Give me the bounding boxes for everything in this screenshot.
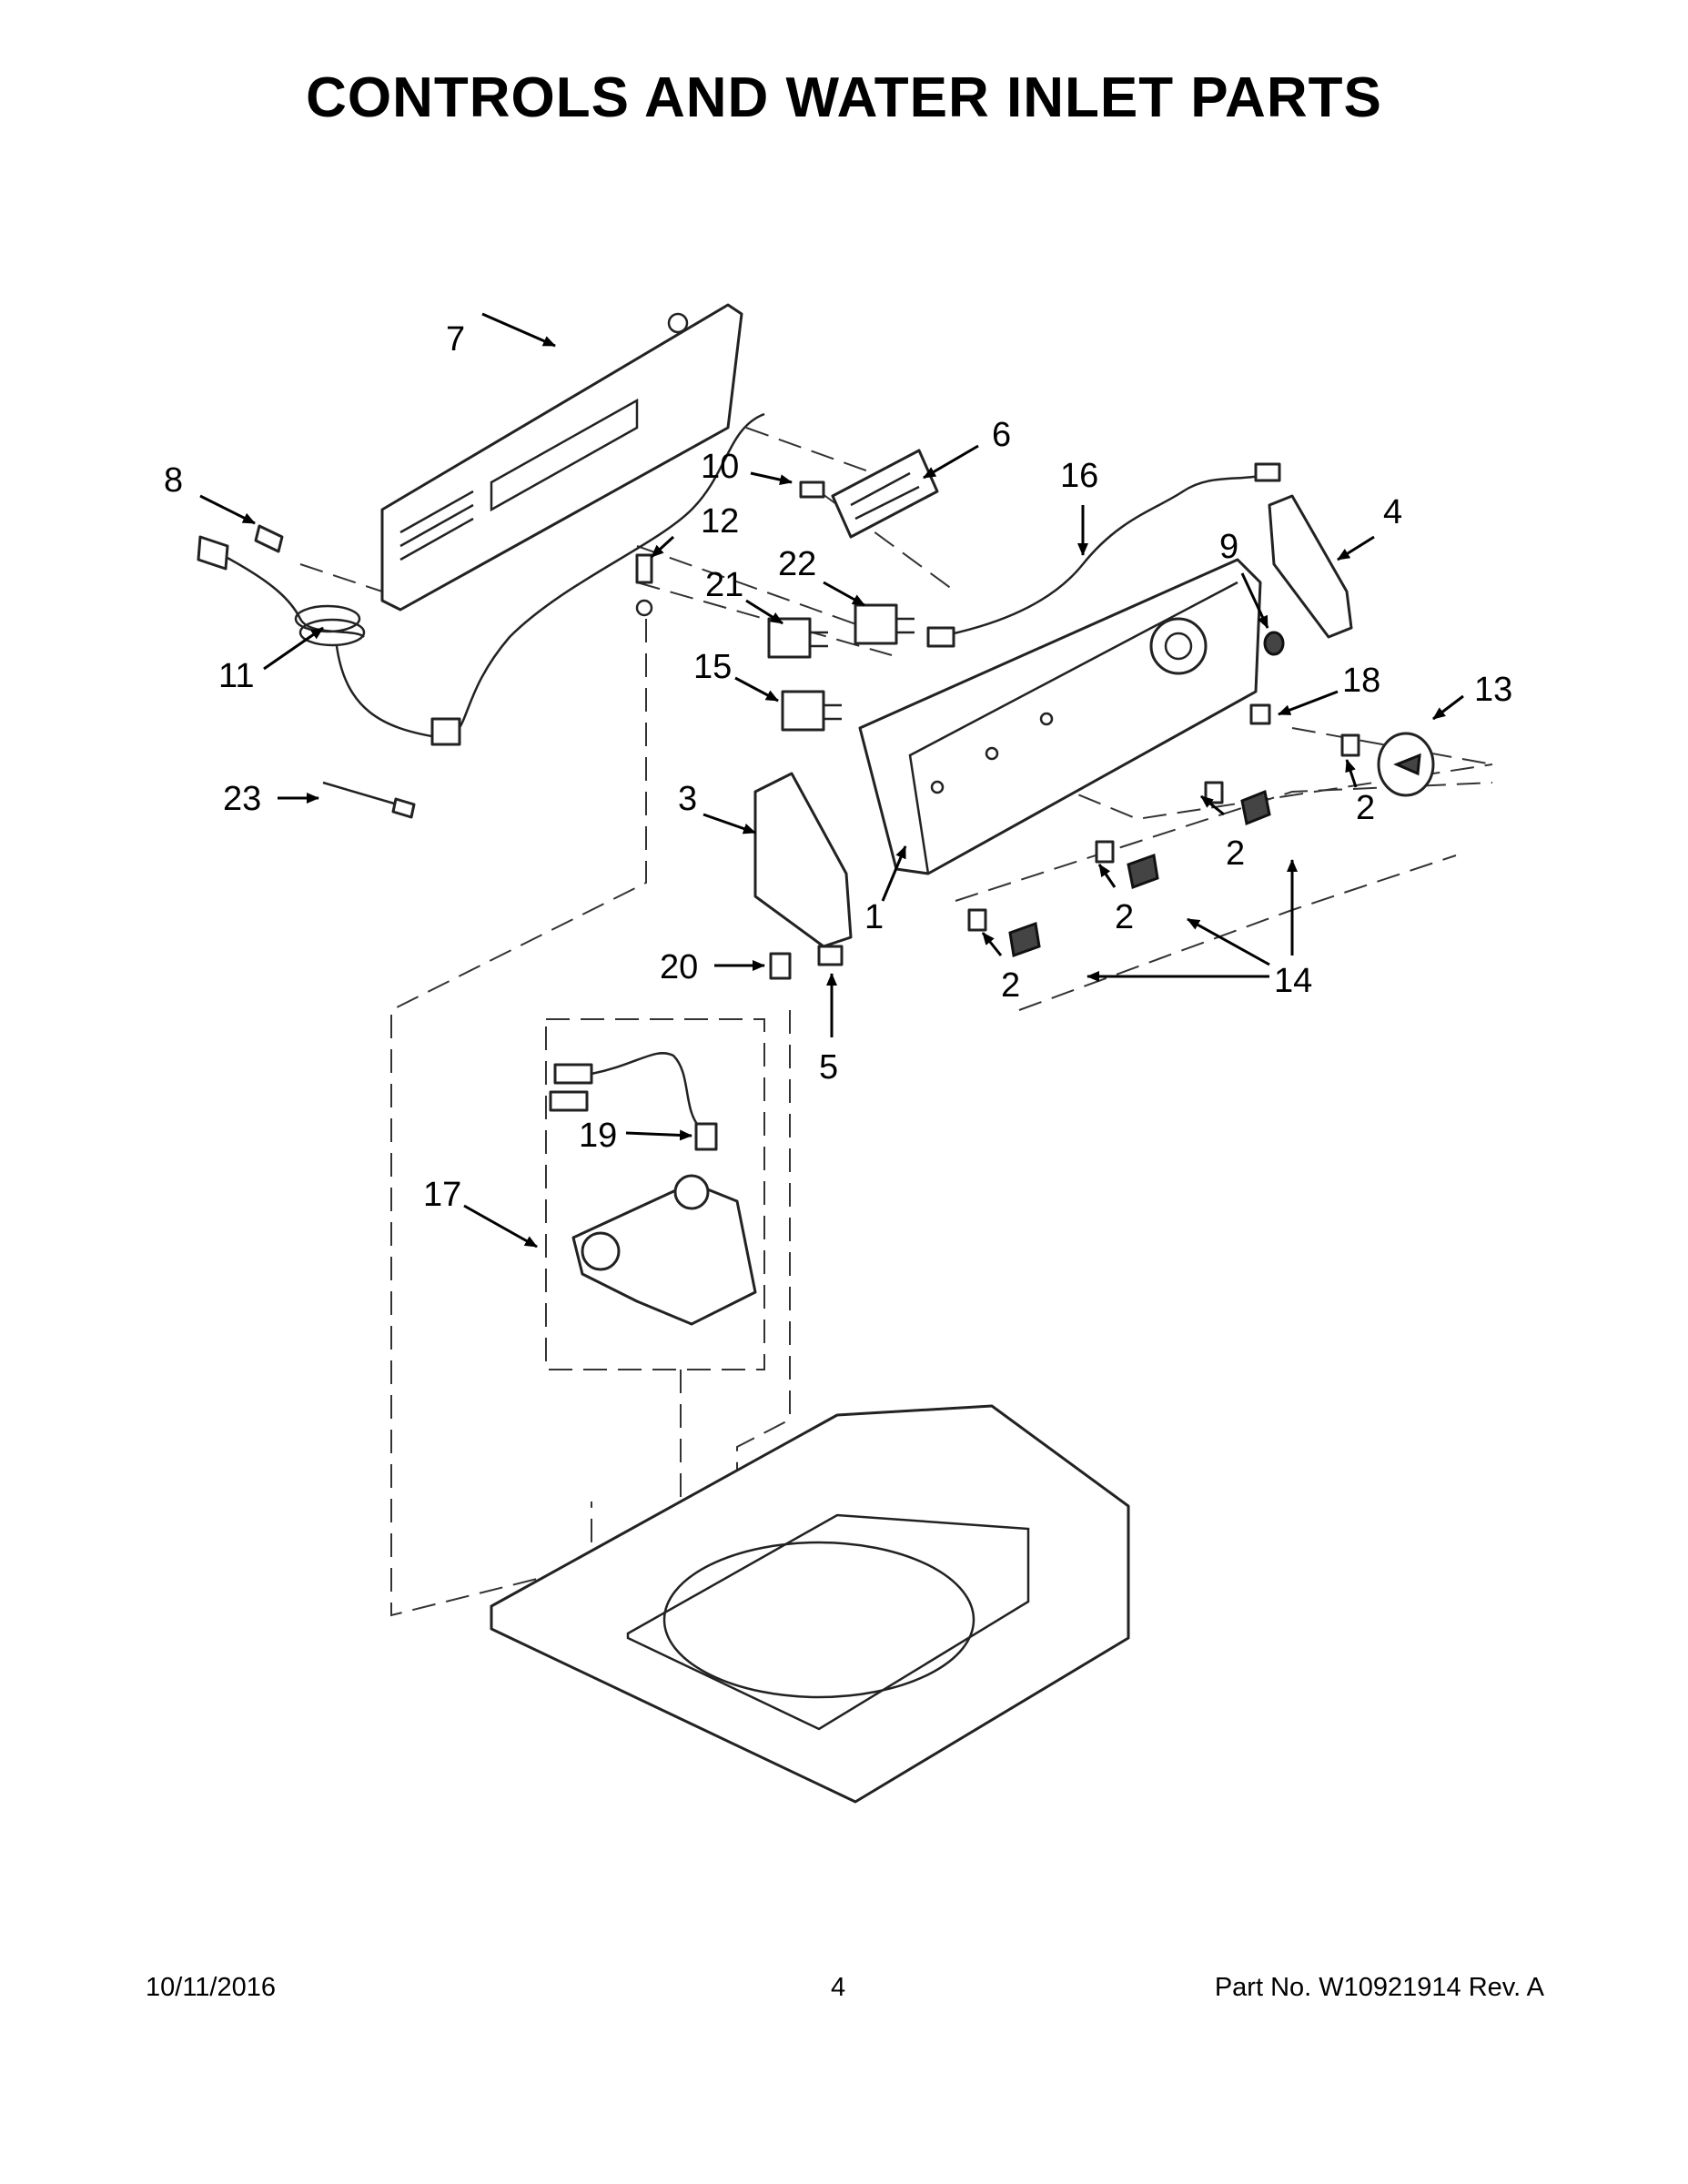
part-18-screw bbox=[1249, 703, 1271, 725]
callout-23: 23 bbox=[223, 780, 261, 818]
part-7-rear-panel bbox=[380, 303, 743, 612]
callout-12: 12 bbox=[701, 502, 739, 541]
callout-8: 8 bbox=[164, 461, 183, 500]
part-16-wire-harness bbox=[926, 462, 1281, 648]
callout-22: 22 bbox=[778, 545, 816, 583]
part-17-water-valve bbox=[571, 1174, 757, 1326]
callout-5: 5 bbox=[819, 1048, 838, 1087]
callout-1: 1 bbox=[864, 898, 884, 936]
callout-4: 4 bbox=[1383, 493, 1402, 531]
part-11-power-cord bbox=[197, 412, 765, 746]
callout-10: 10 bbox=[701, 448, 739, 486]
footer-part-number: Part No. W10921914 Rev. A bbox=[1214, 1973, 1544, 2002]
callout-2-a: 2 bbox=[1226, 834, 1245, 873]
part-14-knobs bbox=[1008, 789, 1271, 958]
callout-13: 13 bbox=[1474, 671, 1512, 709]
part-10-screw bbox=[799, 480, 825, 499]
callout-21: 21 bbox=[705, 566, 743, 604]
part-12-ground-screw bbox=[635, 553, 653, 617]
part-22-switch bbox=[854, 603, 915, 645]
top-panel bbox=[490, 1404, 1130, 1804]
part-8-screw bbox=[254, 524, 284, 553]
callout-9: 9 bbox=[1219, 528, 1238, 566]
callout-20: 20 bbox=[660, 948, 698, 986]
callout-19: 19 bbox=[579, 1117, 617, 1155]
part-13-timer-knob bbox=[1377, 732, 1435, 797]
page-title: CONTROLS AND WATER INLET PARTS bbox=[306, 66, 1382, 129]
part-4-end-cap bbox=[1268, 494, 1353, 639]
part-15-switch bbox=[781, 690, 842, 732]
part-9-button bbox=[1263, 631, 1285, 656]
part-3-dispenser-cover bbox=[753, 772, 853, 948]
callout-2-d: 2 bbox=[1356, 789, 1375, 827]
callout-18: 18 bbox=[1342, 662, 1380, 700]
part-2-inserts bbox=[967, 733, 1360, 932]
part-20-screw bbox=[769, 952, 792, 980]
footer-date: 10/11/2016 bbox=[146, 1973, 276, 2002]
callout-3: 3 bbox=[678, 780, 697, 818]
callout-15: 15 bbox=[693, 648, 732, 686]
callout-arrows bbox=[199, 312, 1464, 1249]
callout-2-b: 2 bbox=[1115, 898, 1134, 936]
callout-7: 7 bbox=[446, 320, 465, 359]
callout-16: 16 bbox=[1060, 457, 1098, 495]
callout-2-c: 2 bbox=[1001, 966, 1020, 1005]
callout-17: 17 bbox=[423, 1176, 461, 1214]
callout-6: 6 bbox=[992, 416, 1011, 454]
callout-11: 11 bbox=[218, 657, 254, 695]
part-1-console bbox=[858, 558, 1262, 875]
part-19-harness bbox=[549, 1052, 718, 1151]
part-5-clip bbox=[817, 945, 844, 966]
footer-page-number: 4 bbox=[831, 1973, 846, 2002]
part-6-control-board bbox=[831, 449, 939, 539]
callout-14: 14 bbox=[1274, 962, 1312, 1000]
part-21-switch bbox=[767, 617, 828, 659]
callout-labels: 7 8 6 10 12 11 16 4 9 18 13 21 22 15 23 … bbox=[164, 320, 1512, 1214]
part-23-cable-tie bbox=[322, 781, 416, 819]
